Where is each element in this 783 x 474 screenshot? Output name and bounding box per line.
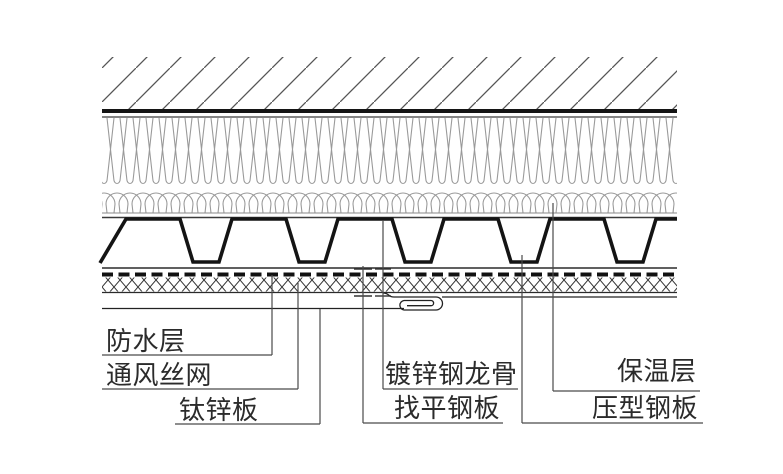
slab-hatch-layer <box>102 57 677 118</box>
insulation-batt-layer <box>102 118 677 219</box>
diagram-labels: 防水层 通风丝网 钛锌板 镀锌钢龙骨 找平钢板 保温层 压型钢板 <box>106 326 698 425</box>
profiled-steel-sheet-profile <box>98 217 677 264</box>
leader-steel-keel <box>382 220 518 390</box>
leader-insulation-layer <box>552 203 700 392</box>
label-vent-mesh: 通风丝网 <box>106 360 212 390</box>
leader-zinc-panel <box>175 309 321 425</box>
seam-roll <box>394 296 444 311</box>
label-waterproof-layer: 防水层 <box>106 326 186 356</box>
label-steel-keel: 镀锌钢龙骨 <box>385 359 518 389</box>
label-zinc-panel: 钛锌板 <box>179 395 259 425</box>
label-insulation-layer: 保温层 <box>617 356 697 386</box>
label-profiled-steel: 压型钢板 <box>592 393 698 423</box>
leader-leveling-plate <box>362 266 503 424</box>
label-leveling-plate: 找平钢板 <box>394 393 500 423</box>
leader-waterproof-layer <box>102 275 273 356</box>
vent-mesh-band <box>102 277 677 294</box>
leader-lines <box>102 203 703 425</box>
zinc-panel-standing-seam-detail <box>102 292 677 311</box>
seam-step <box>382 292 395 298</box>
leader-vent-mesh <box>102 283 299 390</box>
leader-profiled-steel <box>521 255 703 424</box>
